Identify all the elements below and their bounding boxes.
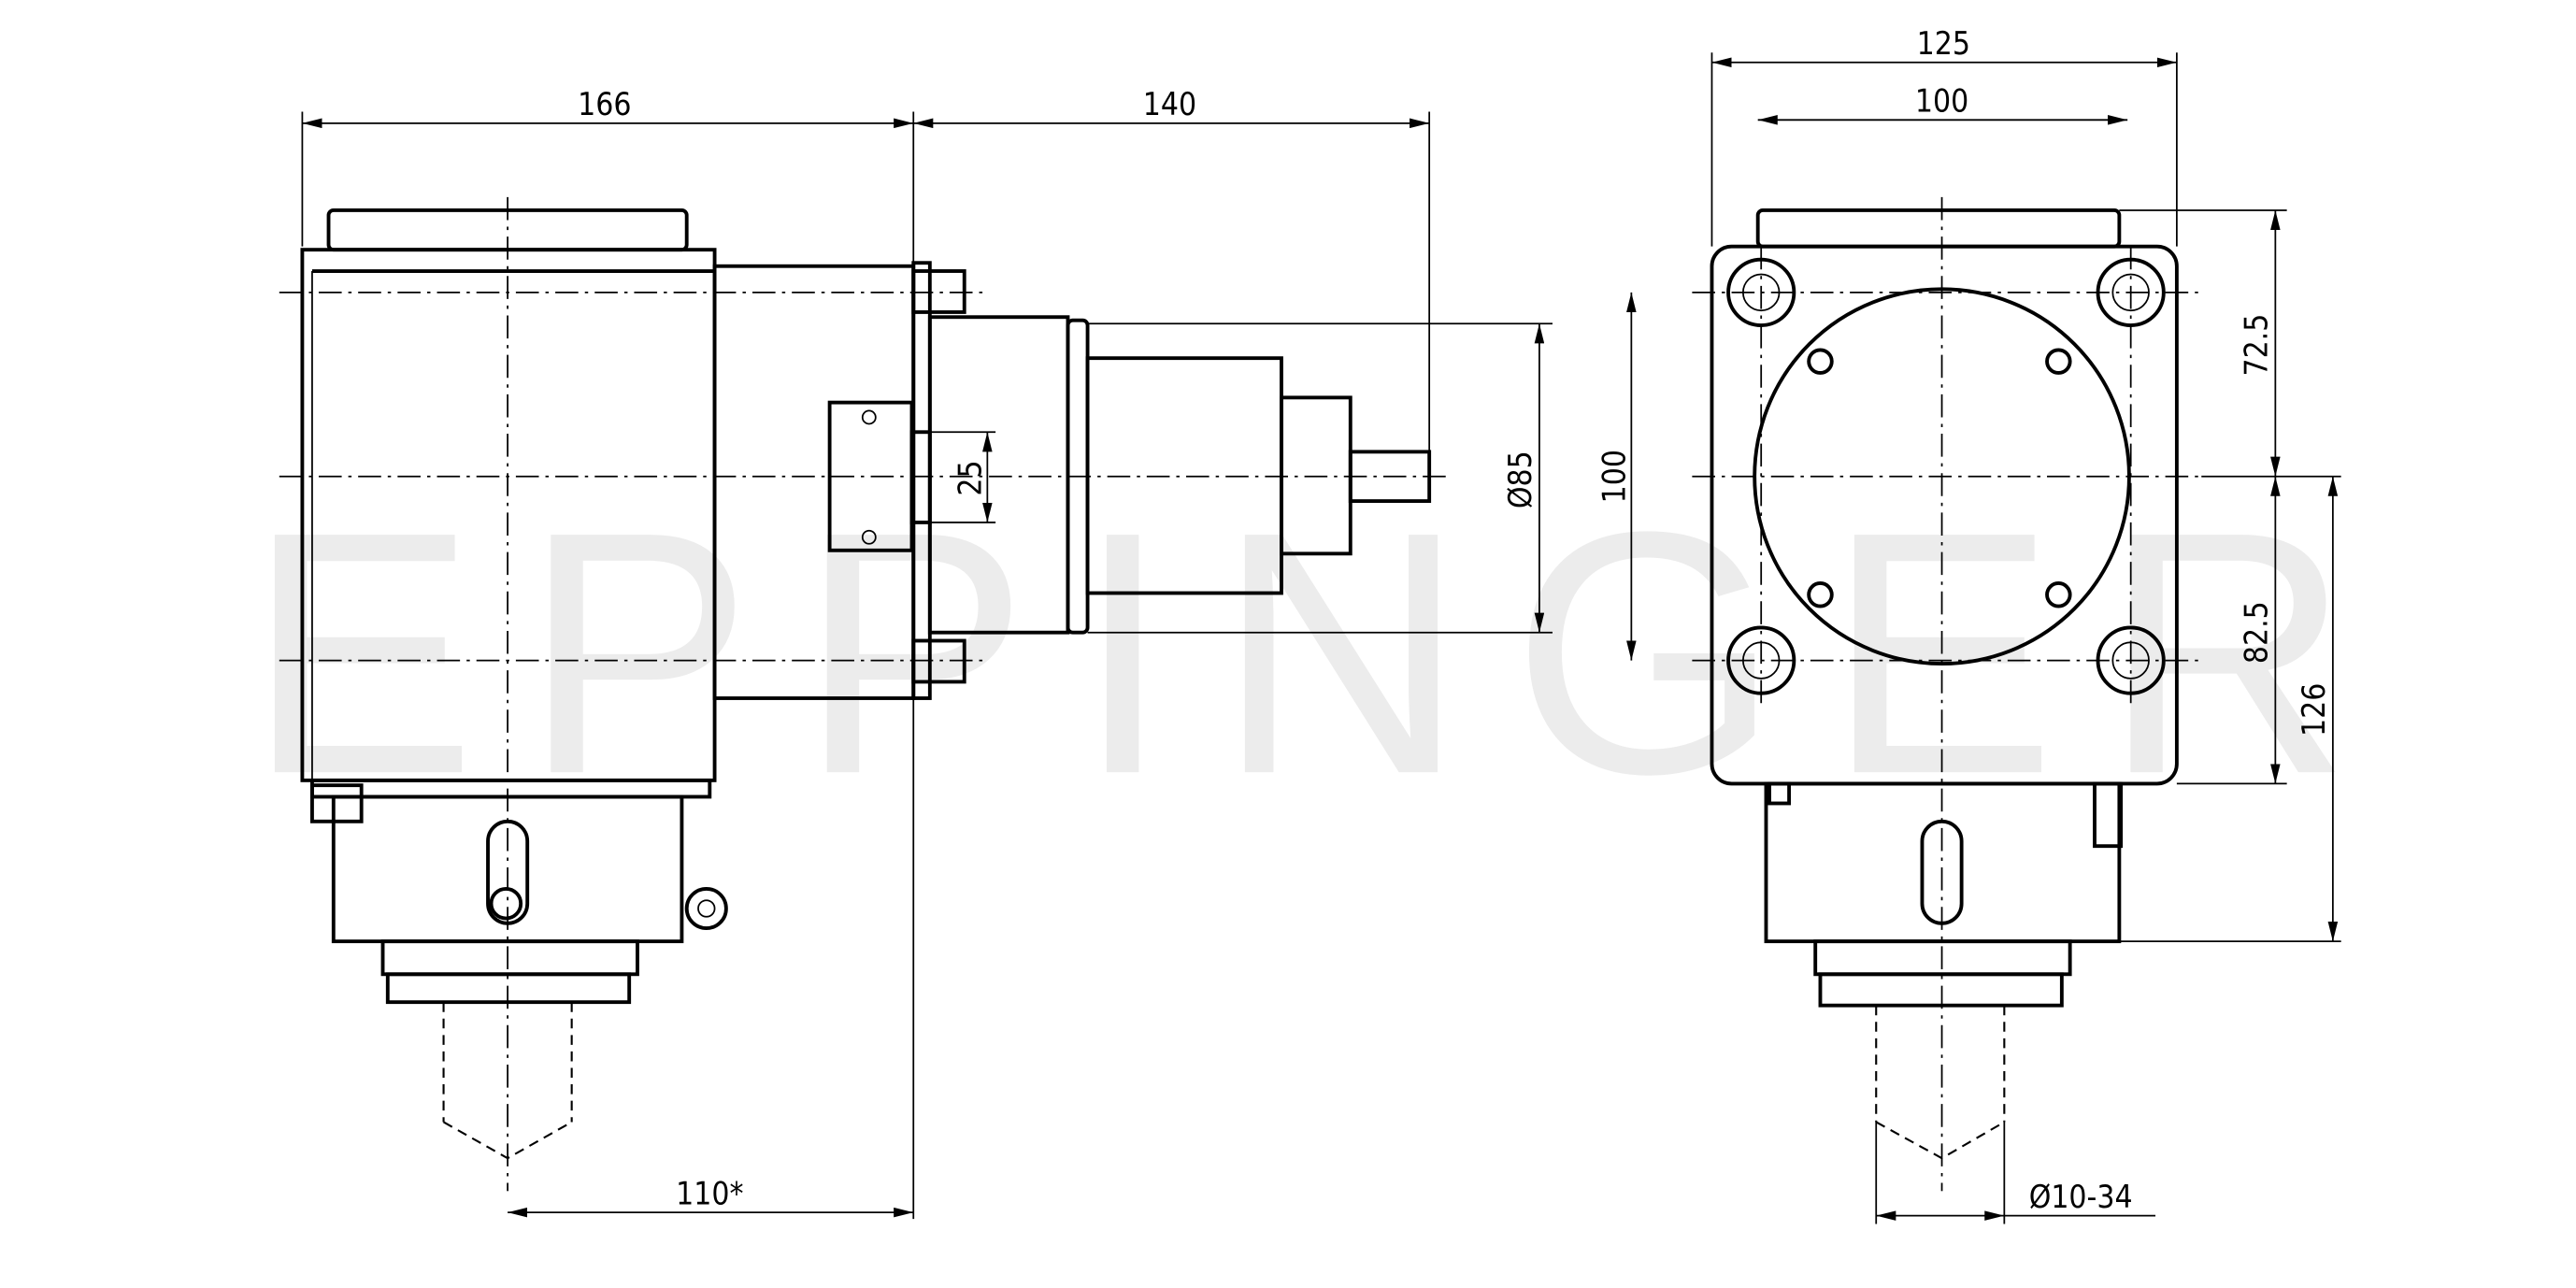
dim-125: 125 [1917, 25, 1970, 62]
dim-100-vertical: 100 [1596, 450, 1632, 503]
dim-82-5: 82.5 [2239, 601, 2275, 664]
flange-holes [1807, 348, 2072, 608]
dim-72-5: 72.5 [2239, 314, 2275, 377]
dim-collet-range: Ø10-34 [2029, 1179, 2133, 1215]
side-view-dimensions: 166 140 110* Ø85 25 [301, 86, 1553, 1220]
dim-100-horizontal: 100 [1915, 83, 1968, 120]
watermark-logo: EPPINGER [247, 461, 2397, 846]
dim-140: 140 [1143, 86, 1196, 122]
dim-126: 126 [2296, 683, 2332, 737]
front-view-dimensions: 125 100 100 72.5 82.5 126 Ø10-34 [1596, 25, 2341, 1224]
dim-diameter-85: Ø85 [1502, 451, 1538, 508]
dim-25: 25 [952, 460, 988, 495]
dim-110: 110* [676, 1175, 743, 1211]
front-view [1692, 196, 2202, 1192]
dim-166: 166 [578, 86, 631, 122]
